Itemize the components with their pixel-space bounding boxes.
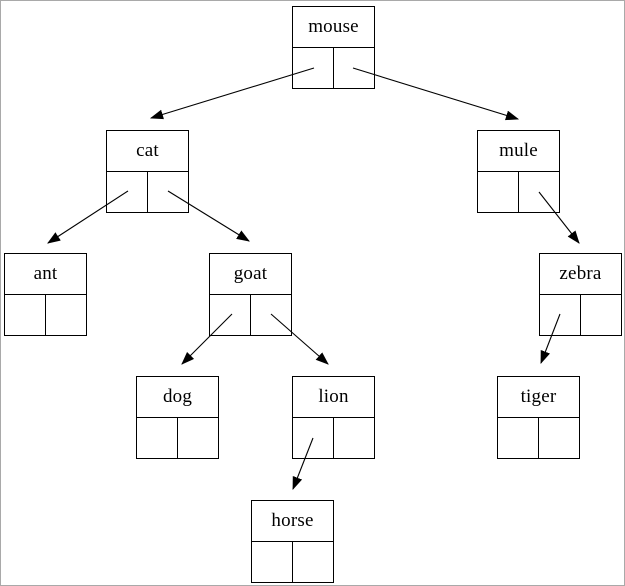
left-pointer-cell (498, 418, 539, 459)
pointer-cells (540, 295, 621, 336)
edge-mouse-right-mule (352, 67, 520, 121)
left-pointer-cell (107, 172, 148, 213)
node-label: zebra (540, 254, 621, 295)
right-pointer-cell (519, 172, 559, 213)
node-label: lion (293, 377, 374, 418)
tree-node-ant: ant (4, 253, 87, 336)
pointer-cells (498, 418, 579, 459)
node-label: cat (107, 131, 188, 172)
pointer-cells (293, 418, 374, 459)
tree-node-mouse: mouse (292, 6, 375, 89)
node-label: goat (210, 254, 291, 295)
tree-node-cat: cat (106, 130, 189, 213)
left-pointer-cell (540, 295, 581, 336)
right-pointer-cell (334, 48, 374, 89)
right-pointer-cell (539, 418, 579, 459)
tree-node-goat: goat (209, 253, 292, 336)
node-label: dog (137, 377, 218, 418)
node-label: mouse (293, 7, 374, 48)
pointer-cells (137, 418, 218, 459)
right-pointer-cell (251, 295, 291, 336)
right-pointer-cell (581, 295, 621, 336)
node-label: ant (5, 254, 86, 295)
right-pointer-cell (334, 418, 374, 459)
right-pointer-cell (148, 172, 188, 213)
tree-node-dog: dog (136, 376, 219, 459)
node-label: tiger (498, 377, 579, 418)
left-pointer-cell (210, 295, 251, 336)
pointer-cells (5, 295, 86, 336)
tree-node-mule: mule (477, 130, 560, 213)
left-pointer-cell (137, 418, 178, 459)
left-pointer-cell (478, 172, 519, 213)
pointer-cells (252, 542, 333, 583)
right-pointer-cell (293, 542, 333, 583)
tree-node-horse: horse (251, 500, 334, 583)
left-pointer-cell (293, 48, 334, 89)
tree-node-zebra: zebra (539, 253, 622, 336)
pointer-cells (107, 172, 188, 213)
edge-mouse-left-cat (149, 67, 315, 120)
left-pointer-cell (252, 542, 293, 583)
tree-node-tiger: tiger (497, 376, 580, 459)
left-pointer-cell (5, 295, 46, 336)
right-pointer-cell (178, 418, 218, 459)
pointer-cells (478, 172, 559, 213)
node-label: mule (478, 131, 559, 172)
pointer-cells (210, 295, 291, 336)
left-pointer-cell (293, 418, 334, 459)
tree-node-lion: lion (292, 376, 375, 459)
node-label: horse (252, 501, 333, 542)
right-pointer-cell (46, 295, 86, 336)
pointer-cells (293, 48, 374, 89)
